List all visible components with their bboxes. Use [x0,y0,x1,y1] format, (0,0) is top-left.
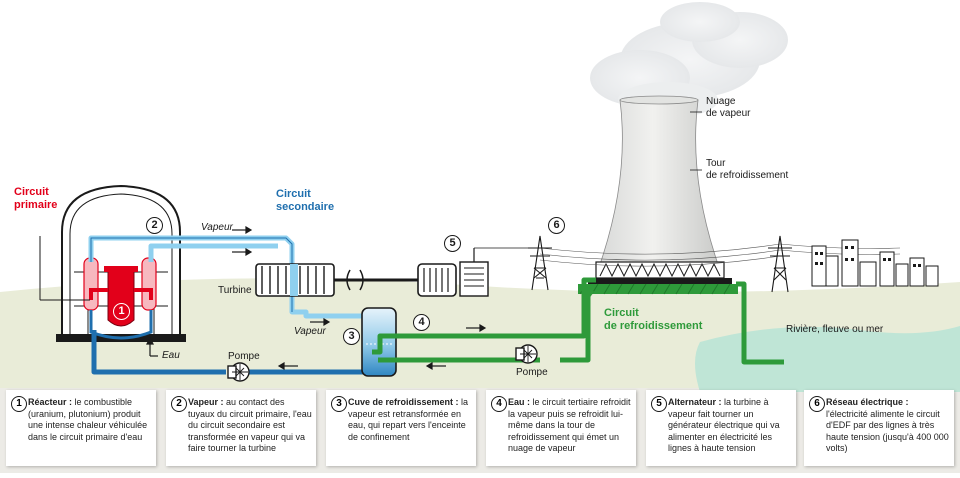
marker-6: 6 [548,217,565,234]
legend-text: Alternateur : la turbine à vapeur fait t… [668,397,780,453]
legend-number: 4 [491,396,507,412]
label-pompe-right: Pompe [516,367,548,378]
leader-lines [690,111,702,171]
city-icon [811,239,939,287]
legend-card-alternateur: 5 Alternateur : la turbine à vapeur fait… [646,390,796,466]
label-circuit-refroidissement: Circuit de refroidissement [604,307,703,332]
cooling-circuit [372,277,784,365]
legend-card-vapeur: 2 Vapeur : au contact des tuyaux du circ… [166,390,316,466]
pump-icon [227,344,538,382]
label-pompe-left: Pompe [228,351,260,362]
alternator-icon [417,247,540,297]
label-circuit-primaire: Circuit primaire [14,186,58,211]
label-vapeur-bottom: Vapeur [294,326,326,337]
river-water [695,326,960,392]
cooling-tower-icon [578,95,738,295]
marker-5: 5 [444,235,461,252]
legend-text: Cuve de refroidissement : la vapeur est … [348,397,469,442]
legend-number: 5 [651,396,667,412]
legend-text: Réseau électrique : l'électricité alimen… [826,397,949,453]
marker-4: 4 [413,314,430,331]
marker-2: 2 [146,217,163,234]
label-tour: Tour de refroidissement [706,158,789,181]
label-circuit-secondaire: Circuit secondaire [276,188,335,213]
legend-number: 2 [171,396,187,412]
legend-number: 6 [809,396,825,412]
legend-number: 1 [11,396,27,412]
marker-3: 3 [343,328,360,345]
label-vapeur-top: Vapeur [201,222,233,233]
turbine-icon [255,263,418,297]
legend-number: 3 [331,396,347,412]
label-nuage: Nuage de vapeur [706,96,751,119]
marker-1: 1 [113,303,130,320]
label-riviere: Rivière, fleuve ou mer [786,324,884,335]
legend-card-reacteur: 1 Réacteur : le combustible (uranium, pl… [6,390,156,466]
legend-card-eau: 4 Eau : le circuit tertiaire refroidit l… [486,390,636,466]
legend-text: Vapeur : au contact des tuyaux du circui… [188,397,312,453]
legend-card-reseau: 6 Réseau électrique : l'électricité alim… [804,390,954,466]
legend-text: Réacteur : le combustible (uranium, plut… [28,397,148,442]
power-lines [539,243,901,267]
label-turbine: Turbine [218,285,252,296]
flow-arrows [39,225,487,371]
legend-text: Eau : le circuit tertiaire refroidit la … [508,397,631,453]
label-eau: Eau [162,350,180,361]
legend-card-cuve: 3 Cuve de refroidissement : la vapeur es… [326,390,476,466]
